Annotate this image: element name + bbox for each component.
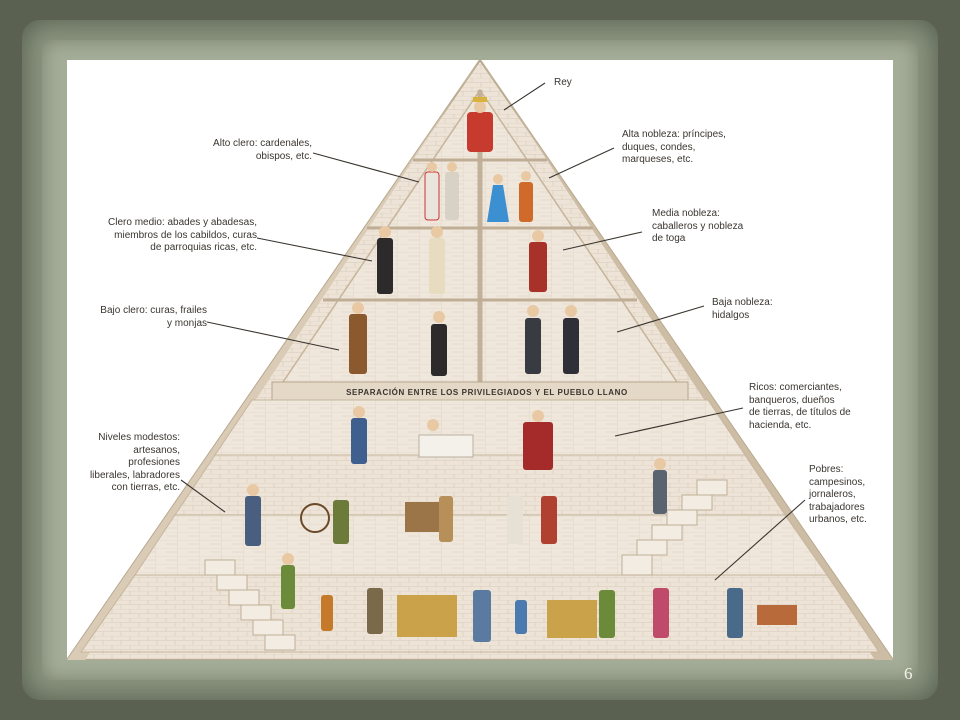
figure-priest xyxy=(429,226,445,294)
label-rey: Rey xyxy=(554,77,572,88)
figure-abbot xyxy=(377,226,393,294)
social-pyramid xyxy=(67,60,893,660)
figure-curate xyxy=(431,311,447,376)
figure-knight xyxy=(529,230,547,292)
slide-canvas: Rey Alto clero: cardenales, obispos, etc… xyxy=(67,60,893,660)
pyramid-right-edge xyxy=(480,60,893,660)
figure-hidalgo-2 xyxy=(563,305,579,374)
figure-craftsmen xyxy=(507,496,557,544)
figure-farmer xyxy=(245,484,261,546)
stairs-left xyxy=(204,559,296,651)
figure-climber xyxy=(653,458,667,514)
figure-landowner xyxy=(523,410,553,470)
label-clero-medio: Clero medio: abades y abadesas, miembros… xyxy=(108,217,257,253)
figure-friar xyxy=(349,302,367,374)
label-bajo-clero: Bajo clero: curas, frailes y monjas xyxy=(100,305,207,329)
figure-merchant xyxy=(351,406,367,464)
figure-banker-desk xyxy=(418,419,474,458)
label-ricos: Ricos: comerciantes, banqueros, dueños d… xyxy=(749,382,851,431)
commoners-floor-1 xyxy=(214,399,746,456)
label-baja-nobleza: Baja nobleza: hidalgos xyxy=(712,297,773,321)
label-niveles-modestos: Niveles modestos: artesanos, profesiones… xyxy=(89,432,180,493)
label-media-nobleza: Media nobleza: caballeros y nobleza de t… xyxy=(652,208,744,244)
figure-bishop xyxy=(445,162,459,220)
page-number: 6 xyxy=(904,664,913,683)
figure-duke xyxy=(519,171,533,222)
figure-carpenter xyxy=(405,496,453,542)
leader-lines xyxy=(180,82,806,581)
label-alta-nobleza: Alta nobleza: príncipes, duques, condes,… xyxy=(622,129,726,165)
figure-cardinal xyxy=(424,162,440,221)
figure-spinner xyxy=(300,500,349,544)
commoners-floor-3 xyxy=(134,514,828,576)
figure-king xyxy=(467,97,493,152)
label-separacion: Separación entre los privilegiados y el … xyxy=(346,388,628,397)
stairs-right xyxy=(621,479,728,576)
figure-peasants xyxy=(281,553,797,642)
label-pobres: Pobres: campesinos, jornaleros, trabajad… xyxy=(809,464,867,525)
label-alto-clero: Alto clero: cardenales, obispos, etc. xyxy=(213,138,312,162)
figure-queen xyxy=(487,174,509,222)
figure-hidalgo-1 xyxy=(525,305,541,374)
pyramid-left-edge xyxy=(67,60,480,660)
